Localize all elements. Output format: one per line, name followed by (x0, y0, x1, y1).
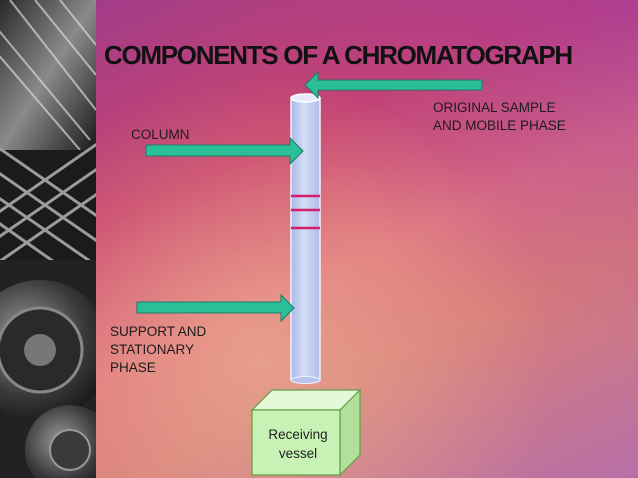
decorative-photo-strip (0, 0, 96, 478)
arrow-original-sample (304, 70, 483, 100)
column-tube (290, 93, 321, 384)
support-label: SUPPORT AND STATIONARY PHASE (110, 324, 207, 375)
arrow-support-phase (136, 293, 295, 323)
slide-title: COMPONENTS OF A CHROMATOGRAPH (104, 40, 573, 70)
receiving-vessel (250, 388, 362, 477)
arrow-column (145, 136, 304, 166)
separation-bands (291, 194, 320, 230)
original-sample-label: ORIGINAL SAMPLE AND MOBILE PHASE (433, 100, 566, 133)
column-label: COLUMN (131, 127, 190, 142)
receiving-vessel-label: Receiving vessel (268, 427, 328, 461)
